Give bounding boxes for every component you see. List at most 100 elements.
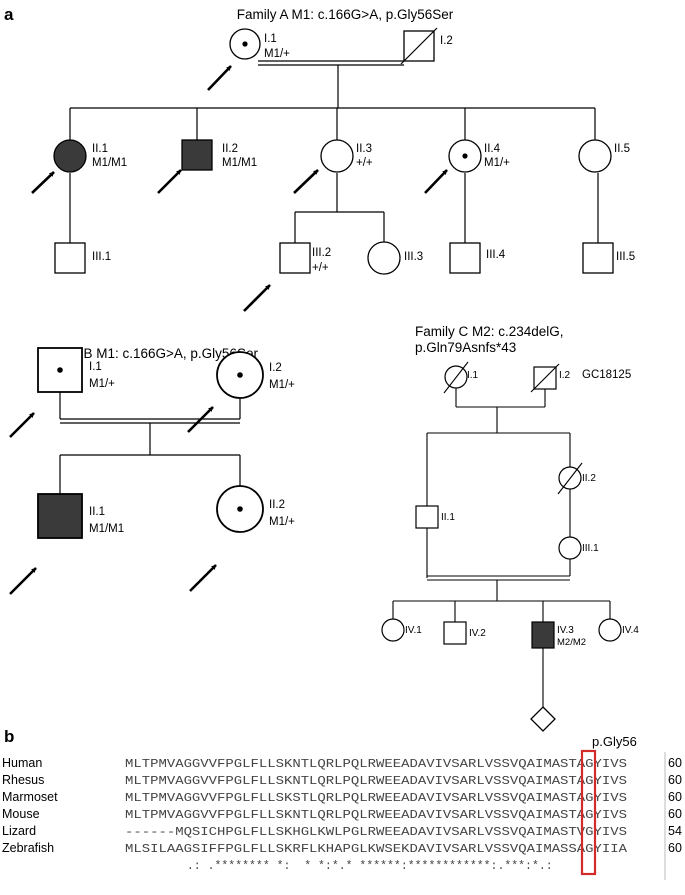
member-id: III.5 — [616, 251, 635, 263]
family-a-title: Family A M1: c.166G>A, p.Gly56Ser — [237, 7, 454, 22]
carrier-dot — [57, 367, 63, 373]
member-id: II.4 — [484, 143, 501, 155]
family-a-ii3-female-symbol — [320, 139, 354, 173]
deceased-slash — [557, 462, 583, 495]
panel-b-label: b — [4, 727, 14, 746]
family-c-title-line1: Family C M2: c.234delG, — [415, 324, 564, 339]
family-b-arrows — [9, 406, 217, 595]
family-c-pedigree: Family C M2: c.234delG, p.Gln79Asnfs*43 … — [381, 324, 639, 732]
deceased-slash — [443, 361, 469, 394]
member-id: II.2 — [222, 143, 238, 155]
proband-arrow — [189, 564, 217, 592]
sequence-column: MLTPMVAGGVVFPGLFLLSKNTLQRLPQLRWEEADAVIVS… — [125, 758, 627, 873]
deceased-slash — [530, 363, 560, 393]
carrier-dot — [237, 372, 243, 378]
proband-arrow — [207, 65, 232, 91]
species-column: Human Rhesus Marmoset Mouse Lizard Zebra… — [2, 756, 58, 855]
family-a-iii5-male-symbol — [582, 242, 614, 274]
end-position: 60 — [668, 756, 682, 770]
member-id: IV.2 — [469, 628, 486, 639]
member-genotype: M1/M1 — [92, 157, 127, 169]
species-name: Lizard — [2, 824, 36, 838]
sequence-row: ------MQSICHPGLFLLSKHGLKWLPGLRWEEADAVIVS… — [125, 826, 627, 839]
member-id: I.1 — [264, 33, 277, 45]
member-genotype: M2/M2 — [557, 637, 586, 648]
end-position: 60 — [668, 841, 682, 855]
member-id: IV.4 — [622, 625, 639, 636]
family-a-pedigree: Family A M1: c.166G>A, p.Gly56Ser — [31, 7, 635, 312]
member-id: II.1 — [89, 506, 105, 518]
gly56-highlight-box — [580, 749, 597, 876]
family-a-iii1-male-symbol — [54, 242, 86, 274]
family-a-ii5-female-symbol — [578, 139, 612, 173]
species-name: Zebrafish — [2, 841, 54, 855]
highlight-label: p.Gly56 — [592, 734, 637, 749]
member-genotype: +/+ — [312, 262, 329, 274]
family-c-title-line2: p.Gln79Asnfs*43 — [415, 340, 516, 355]
member-genotype: M1/M1 — [89, 523, 124, 535]
member-genotype: M1/+ — [89, 378, 115, 390]
family-c-iv3-affected-male-symbol — [531, 621, 555, 649]
end-position: 60 — [668, 773, 682, 787]
family-a-ii2-affected-male-symbol — [181, 139, 213, 171]
family-a-labels: I.1 M1/+ I.2 II.1 M1/M1 II.2 M1/M1 II.3 … — [92, 33, 635, 274]
member-id: I.1 — [467, 370, 479, 381]
member-id: IV.1 — [405, 625, 422, 636]
end-position: 54 — [668, 824, 682, 838]
member-id: II.5 — [614, 143, 630, 155]
member-genotype: +/+ — [356, 157, 373, 169]
member-id: III.1 — [582, 543, 599, 554]
family-a-iii2-male-symbol — [279, 242, 311, 274]
member-id: III.2 — [312, 247, 331, 259]
family-c-ii1-male-symbol — [415, 505, 439, 529]
member-id: II.2 — [269, 499, 285, 511]
panel-a-label: a — [4, 5, 14, 24]
member-id: I.2 — [559, 370, 571, 381]
member-id: I.2 — [440, 35, 453, 47]
member-genotype: M1/+ — [269, 379, 295, 391]
family-b-pedigree: Family B M1: c.166G>A, p.Gly56Ser I.1 M1… — [9, 346, 295, 595]
proband-arrow — [9, 412, 35, 438]
member-id: II.3 — [356, 143, 372, 155]
carrier-dot — [237, 506, 243, 512]
sequence-row: MLTPMVAGGVVFPGLFLLSKSTLQRLPQLRWEEADAVIVS… — [125, 792, 627, 805]
member-genotype: M1/+ — [264, 48, 290, 60]
member-genotype: M1/+ — [269, 516, 295, 528]
sequence-alignment: p.Gly56 Human Rhesus Marmoset Mouse Liza… — [2, 734, 682, 880]
end-position: 60 — [668, 807, 682, 821]
member-id: III.1 — [92, 251, 111, 263]
end-position: 60 — [668, 790, 682, 804]
family-a-iii3-female-symbol — [367, 241, 401, 275]
family-c-iv1-female-symbol — [381, 618, 405, 642]
proband-arrow — [187, 406, 214, 433]
family-a-ii1-affected-female-symbol — [53, 139, 87, 173]
species-name: Mouse — [2, 807, 40, 821]
family-b-labels: I.1 M1/+ I.2 M1/+ II.1 M1/M1 II.2 M1/+ — [89, 361, 295, 535]
end-position-column: 60 60 60 60 54 60 — [668, 756, 682, 855]
family-c-iii1-female-symbol — [558, 536, 582, 560]
proband-arrow — [243, 284, 271, 312]
member-id: IV.3 — [557, 625, 574, 636]
sequence-row: MLTPMVAGGVVFPGLFLLSKNTLQRLPQLRWEEADAVIVS… — [125, 775, 627, 788]
family-c-iv4-female-symbol — [598, 618, 622, 642]
member-id: III.4 — [486, 249, 506, 261]
pregnancy-diamond-symbol — [530, 706, 556, 732]
family-c-labels: I.1 I.2 II.1 II.2 III.1 IV.1 IV.2 IV.3 M… — [405, 370, 639, 648]
member-genotype: M1/+ — [484, 157, 510, 169]
sequence-row: MLTPMVAGGVVFPGLFLLSKNTLQRLPQLRWEEADAVIVS… — [125, 758, 627, 771]
member-genotype: M1/M1 — [222, 157, 257, 169]
species-name: Marmoset — [2, 790, 58, 804]
member-id: I.1 — [89, 361, 102, 373]
family-b-ii1-affected-male-symbol — [37, 493, 83, 539]
family-a-lines — [69, 60, 599, 243]
species-name: Rhesus — [2, 773, 44, 787]
proband-arrow — [31, 171, 55, 194]
member-id: II.1 — [92, 143, 108, 155]
proband-arrow — [424, 169, 448, 194]
member-id: III.3 — [404, 251, 423, 263]
family-b-lines — [59, 392, 241, 494]
family-a-arrows — [31, 65, 448, 312]
deceased-slash — [400, 27, 438, 65]
family-c-code: GC18125 — [582, 369, 631, 381]
